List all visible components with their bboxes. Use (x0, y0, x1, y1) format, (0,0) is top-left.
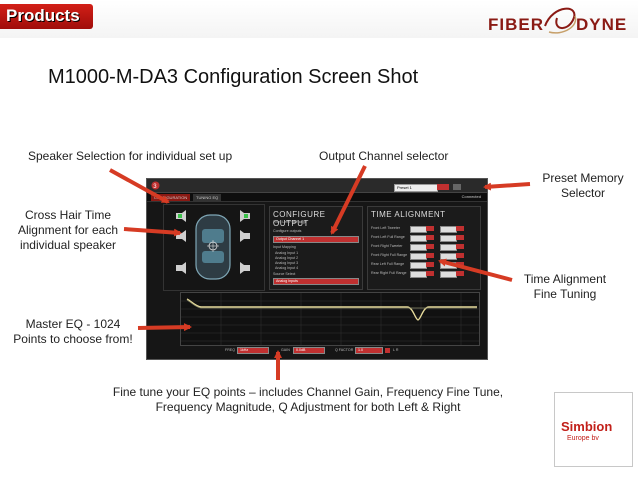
crosshair-label: Cross Hair Time Alignment for each indiv… (12, 208, 124, 253)
eq-lr-label: L R (393, 348, 399, 352)
app-logo-icon: 3 (151, 181, 160, 190)
fine-tune-label-line2: Frequency Magnitude, Q Adjustment for bo… (155, 400, 461, 414)
simbion-name: Simbion (561, 419, 613, 434)
time-alignment-title: TIME ALIGNMENT (371, 210, 446, 219)
arrow-time-alignment (438, 258, 513, 282)
arrow-preset-memory (483, 182, 531, 191)
ta-unit-2b[interactable] (456, 235, 464, 240)
eq-grid (181, 293, 479, 345)
eq-curve-left (186, 298, 477, 321)
eq-curve-right (186, 299, 477, 309)
output-channel-value: Output Channel 1 (276, 237, 305, 241)
eq-plot (181, 293, 479, 345)
ta-row-label-2: Front Left Full Range (371, 235, 405, 239)
ta-row-label-5: Rear Left Full Range (371, 262, 405, 266)
ta-row-label-3: Front Right Tweeter (371, 244, 403, 248)
fiberdyne-logo-text-left: FIBER (488, 15, 544, 34)
arrow-output-channel (330, 165, 367, 235)
arrow-master-eq (137, 323, 192, 332)
preset-memory-label: Preset Memory Selector (534, 171, 632, 201)
fine-tune-label-line1: Fine tune your EQ points – includes Chan… (112, 385, 504, 399)
ta-row-label-6: Rear Right Full Range (371, 271, 407, 275)
tab-tuning-eq[interactable]: TUNING EQ (193, 194, 222, 201)
svg-text:3: 3 (153, 184, 157, 190)
app-tabs: CONFIGURATION TUNING EQ Connected (147, 193, 487, 202)
source-select[interactable]: Analog Inputs (273, 278, 359, 285)
fine-tune-label: Fine tune your EQ points – includes Chan… (78, 385, 538, 415)
ta-row-label-1: Front Left Tweeter (371, 226, 401, 230)
master-eq-label-line2: Points to choose from! (13, 332, 133, 346)
ta-unit-1b[interactable] (456, 226, 464, 231)
speaker-selection-panel (163, 204, 265, 291)
ta-unit-4a[interactable] (426, 253, 434, 258)
source-select-value: Analog Inputs (276, 279, 298, 283)
time-alignment-label-line2: Fine Tuning (533, 287, 597, 301)
master-eq-graph[interactable] (180, 292, 480, 346)
fiberdyne-logo-text-right: DYNE (576, 15, 627, 34)
eq-gain-label: GAIN (281, 348, 290, 352)
configure-output-panel: CONFIGURE OUTPUT Front Left Full Range C… (269, 206, 363, 290)
ta-unit-1a[interactable] (426, 226, 434, 231)
preset-save-button[interactable] (437, 184, 449, 190)
input-option-4[interactable]: Analog Input 4 (275, 266, 299, 270)
ta-unit-2a[interactable] (426, 235, 434, 240)
ta-unit-6a[interactable] (426, 271, 434, 276)
arrow-speaker-selection (109, 168, 170, 204)
output-channel-select[interactable]: Output Channel 1 (273, 236, 359, 243)
app-titlebar: 3 Preset 1 (147, 179, 487, 193)
source-select-label: Source Select (273, 272, 296, 276)
configure-outputs-label: Configure outputs (273, 229, 302, 233)
window-controls[interactable] (453, 184, 461, 190)
connection-status: Connected (461, 194, 481, 199)
preset-memory-label-line1: Preset Memory (542, 171, 624, 185)
header-bar (0, 0, 638, 38)
time-alignment-label: Time Alignment Fine Tuning (510, 272, 620, 302)
header-title: Products (6, 6, 80, 25)
crosshair-label-line2: Alignment for each (17, 223, 119, 237)
eq-q-input[interactable]: 1.0 (355, 347, 383, 354)
input-mapping-label: Input Mapping (273, 245, 296, 249)
eq-lr-toggle[interactable] (385, 348, 390, 353)
ta-unit-3a[interactable] (426, 244, 434, 249)
simbion-logo: Simbion Europe bv (554, 392, 633, 467)
preset-memory-label-line2: Selector (560, 186, 606, 200)
speaker-selection-label: Speaker Selection for individual set up (28, 149, 233, 163)
master-eq-label: Master EQ - 1024 Points to choose from! (4, 317, 142, 347)
input-option-2[interactable]: Analog Input 2 (275, 256, 299, 260)
ta-unit-4b[interactable] (456, 253, 464, 258)
eq-controls: FREQ 1kHz GAIN 0.0dB Q FACTOR 1.0 L R (225, 347, 485, 355)
time-alignment-label-line1: Time Alignment (523, 272, 607, 286)
ta-unit-3b[interactable] (456, 244, 464, 249)
eq-freq-value: 1kHz (240, 348, 249, 352)
ta-unit-6b[interactable] (456, 271, 464, 276)
eq-gain-value: 0.0dB (296, 348, 306, 352)
tab-configuration[interactable]: CONFIGURATION (151, 194, 191, 201)
eq-q-value: 1.0 (358, 348, 363, 352)
crosshair-label-line1: Cross Hair Time (24, 208, 111, 222)
ta-unit-5a[interactable] (426, 262, 434, 267)
eq-q-label: Q FACTOR (335, 348, 354, 352)
crosshair-label-line3: individual speaker (19, 238, 117, 252)
configure-output-sub: Front Left Full Range (273, 220, 307, 224)
output-channel-label: Output Channel selector (319, 149, 449, 163)
input-option-1[interactable]: Analog Input 1 (275, 251, 299, 255)
app-screenshot: 3 Preset 1 CONFIGURATION TUNING EQ Conne… (146, 178, 488, 360)
car-diagram (176, 210, 250, 280)
eq-freq-input[interactable]: 1kHz (237, 347, 269, 354)
eq-freq-label: FREQ (225, 348, 235, 352)
master-eq-label-line1: Master EQ - 1024 (25, 317, 121, 331)
time-alignment-panel: TIME ALIGNMENT Front Left Tweeter Front … (367, 206, 481, 290)
configure-output-title: CONFIGURE OUTPUT (273, 210, 326, 228)
eq-gain-input[interactable]: 0.0dB (293, 347, 325, 354)
simbion-sub: Europe bv (567, 435, 599, 442)
header-tab (0, 4, 93, 29)
slide-title: M1000-M-DA3 Configuration Screen Shot (48, 66, 419, 88)
ta-row-label-4: Front Right Full Range (371, 253, 408, 257)
arrow-crosshair (123, 227, 182, 237)
input-option-3[interactable]: Analog Input 3 (275, 261, 299, 265)
fiberdyne-logo: FIBER DYNE (488, 7, 627, 34)
